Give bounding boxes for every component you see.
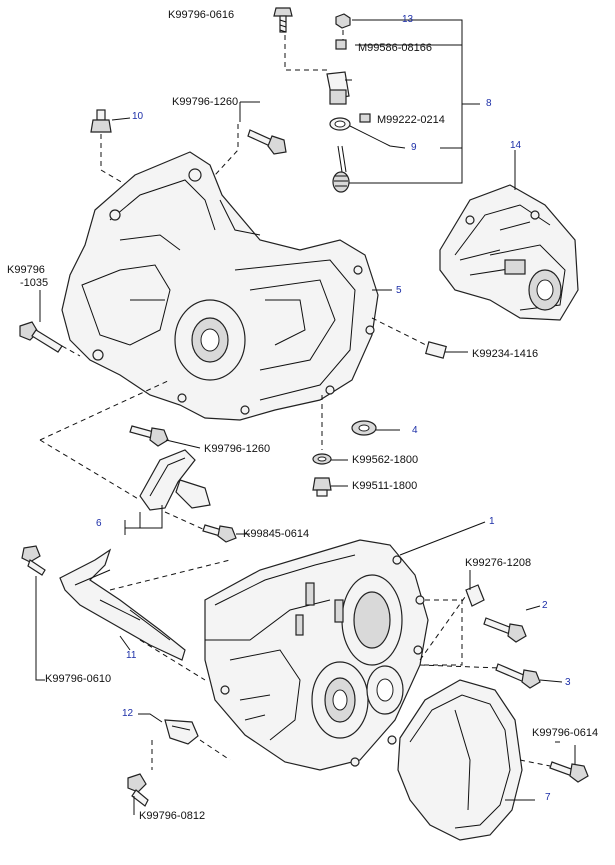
part-label-k99796: K99796 bbox=[7, 264, 45, 276]
callout-3: 3 bbox=[565, 677, 571, 688]
part-label-k99796-0610: K99796-0610 bbox=[45, 673, 112, 685]
part-label-m99222-0214: M99222-0214 bbox=[377, 114, 445, 126]
part-label-k99796-0616-top: K99796-0616 bbox=[168, 9, 235, 21]
release-fork bbox=[124, 449, 211, 535]
callout-6: 6 bbox=[96, 518, 102, 529]
callout-4: 4 bbox=[412, 425, 418, 436]
seal-washer-group bbox=[312, 395, 400, 497]
side-cover bbox=[397, 679, 589, 841]
speedometer-sensor-assembly bbox=[284, 13, 480, 193]
deflector-plate bbox=[21, 545, 231, 681]
part-label-k99796-1260-upper: K99796-1260 bbox=[172, 96, 239, 108]
dowel-pin bbox=[371, 317, 468, 359]
clutch-housing bbox=[61, 151, 392, 421]
part-label-k99845-0614: K99845-0614 bbox=[243, 528, 310, 540]
bolt-1260-lower bbox=[39, 379, 201, 501]
callout-13: 13 bbox=[402, 14, 414, 25]
right-side-bolts bbox=[419, 570, 563, 689]
callout-2: 2 bbox=[542, 600, 548, 611]
bracket-and-bolt-0812 bbox=[127, 713, 231, 815]
callout-9: 9 bbox=[411, 142, 417, 153]
callout-12: 12 bbox=[122, 708, 134, 719]
bolt-0614-mid bbox=[164, 511, 250, 543]
callout-8: 8 bbox=[486, 98, 492, 109]
callout-10: 10 bbox=[132, 111, 144, 122]
part-label-k99276-1208: K99276-1208 bbox=[465, 557, 532, 569]
part-label-k99796-0812: K99796-0812 bbox=[139, 810, 206, 822]
breather-plug bbox=[90, 109, 136, 191]
callout-14: 14 bbox=[510, 140, 522, 151]
transmission-overview bbox=[439, 150, 579, 321]
part-label-k99796-1260-lower: K99796-1260 bbox=[204, 443, 271, 455]
callout-1: 1 bbox=[489, 516, 495, 527]
part-label-m99586-08166: M99586-08166 bbox=[358, 42, 433, 54]
callout-5: 5 bbox=[396, 285, 402, 296]
bolt-1260-upper bbox=[214, 101, 287, 176]
part-label-1035: -1035 bbox=[20, 277, 49, 289]
part-label-k99796-0614: K99796-0614 bbox=[532, 727, 599, 739]
bolt-1035 bbox=[19, 290, 81, 357]
part-label-k99234-1416: K99234-1416 bbox=[472, 348, 539, 360]
callout-7: 7 bbox=[545, 792, 551, 803]
callout-11: 11 bbox=[126, 650, 137, 661]
part-label-k99511-1800: K99511-1800 bbox=[352, 480, 418, 492]
transmission-case bbox=[204, 521, 486, 771]
bolt-0616-top bbox=[273, 7, 293, 33]
part-label-k99562-1800: K99562-1800 bbox=[352, 454, 419, 466]
